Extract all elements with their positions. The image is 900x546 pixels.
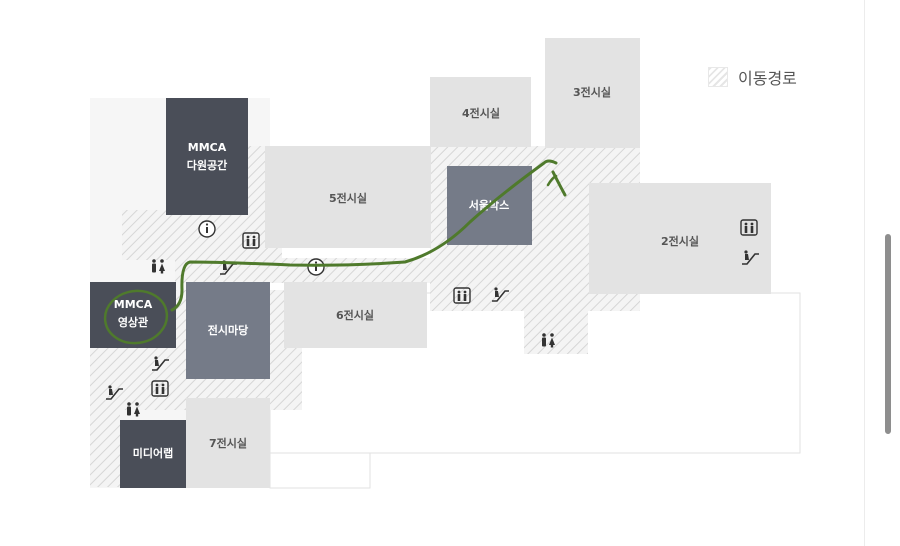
info-icon bbox=[307, 258, 325, 276]
legend: 이동경로 bbox=[708, 66, 797, 88]
room-2[interactable]: 2전시실 bbox=[589, 183, 771, 294]
room-label-yard: 전시마당 bbox=[208, 323, 248, 337]
drawn-route-annotation bbox=[103, 159, 567, 345]
room-mmca-multipurpose[interactable]: MMCA 다원공간 bbox=[166, 98, 248, 215]
room-label-cinema-2: 영상관 bbox=[118, 315, 148, 329]
legend-swatch bbox=[708, 67, 728, 87]
room-label-4: 4전시실 bbox=[462, 106, 500, 120]
scrollbar[interactable] bbox=[885, 234, 891, 434]
room-7[interactable]: 7전시실 bbox=[186, 398, 270, 488]
room-label-mmca-1: MMCA bbox=[188, 141, 227, 154]
divider bbox=[864, 0, 865, 546]
room-label-2: 2전시실 bbox=[661, 234, 699, 248]
room-4[interactable]: 4전시실 bbox=[430, 77, 531, 147]
info-icon bbox=[198, 220, 216, 238]
room-5[interactable]: 5전시실 bbox=[265, 146, 431, 248]
room-6[interactable]: 6전시실 bbox=[284, 282, 427, 348]
room-label-5: 5전시실 bbox=[329, 191, 367, 205]
room-label-media-lab: 미디어랩 bbox=[133, 446, 173, 460]
room-exhibition-yard[interactable]: 전시마당 bbox=[186, 282, 270, 379]
room-label-mmca-2: 다원공간 bbox=[187, 158, 227, 172]
room-label-3: 3전시실 bbox=[573, 85, 611, 99]
room-label-cinema-1: MMCA bbox=[114, 298, 153, 311]
room-label-6: 6전시실 bbox=[336, 308, 374, 322]
room-3[interactable]: 3전시실 bbox=[545, 38, 640, 148]
room-media-lab[interactable]: 미디어랩 bbox=[120, 420, 186, 488]
legend-label: 이동경로 bbox=[738, 69, 797, 88]
room-label-7: 7전시실 bbox=[209, 436, 247, 450]
